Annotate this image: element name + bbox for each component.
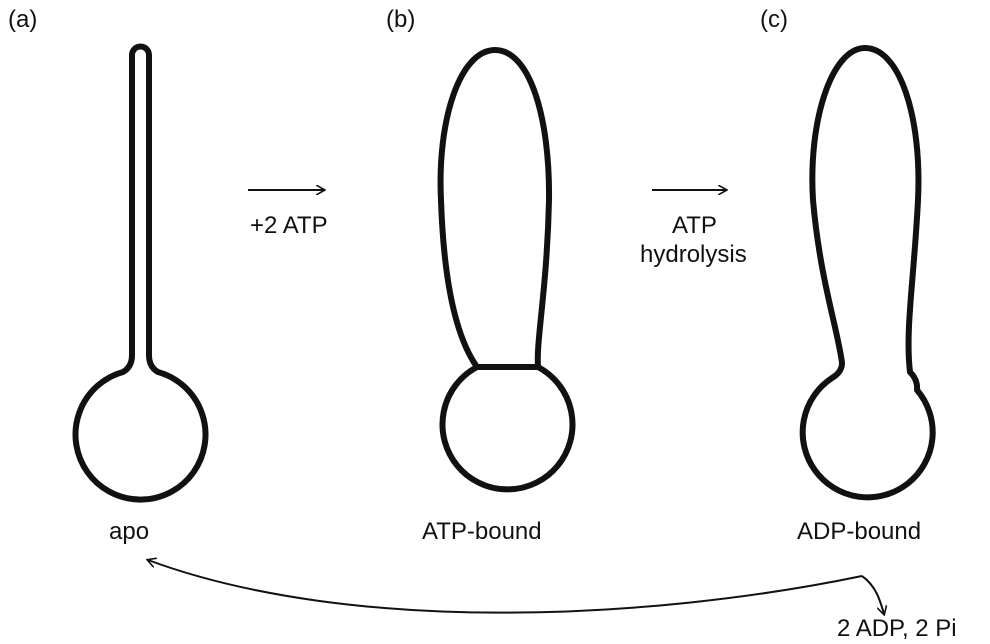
state-label-adp-bound: ADP-bound <box>797 518 922 545</box>
release-products-label: 2 ADP, 2 Pi <box>837 615 957 642</box>
panel-label-a: (a) <box>8 6 38 33</box>
state-label-atp-bound: ATP-bound <box>422 518 542 545</box>
transition-label-add-atp: +2 ATP <box>250 212 328 239</box>
apo-protein-shape <box>72 43 209 503</box>
arrow-release-products <box>861 575 884 614</box>
panel-label-c: (c) <box>760 6 788 33</box>
atp-bound-bulb-shape <box>439 364 576 493</box>
state-label-apo: apo <box>109 518 150 545</box>
atp-bound-protein-shape <box>437 47 553 370</box>
adp-bound-protein-shape <box>799 45 936 501</box>
transition-label-hydrolysis: hydrolysis <box>640 241 747 268</box>
transition-label-atp: ATP <box>672 212 717 239</box>
panel-label-b: (b) <box>386 6 416 33</box>
arrow-c-to-a <box>148 560 863 614</box>
